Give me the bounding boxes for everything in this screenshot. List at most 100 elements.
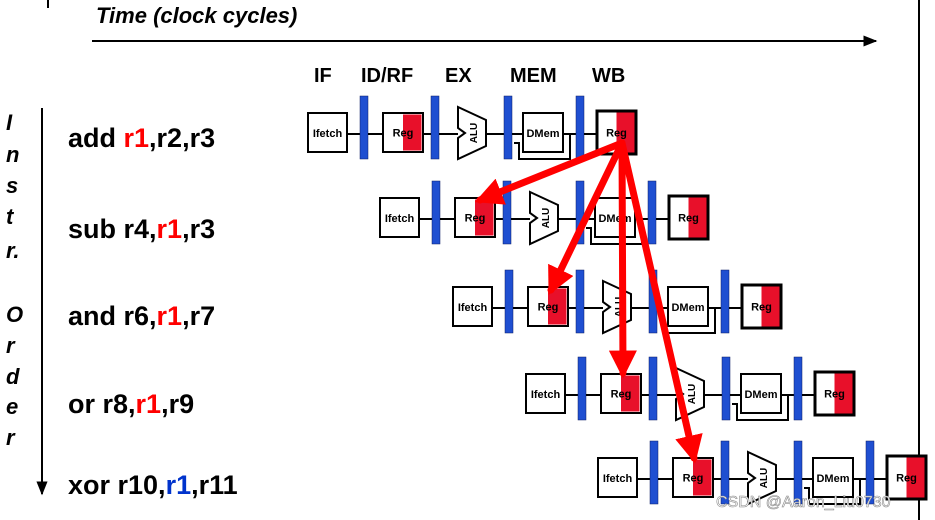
stage-label: ID/RF xyxy=(361,65,413,87)
order-letter: d xyxy=(6,364,20,389)
decode-reg-box-fill xyxy=(621,375,640,412)
pipeline-row: Ifetch Reg ALU DMem Reg xyxy=(525,356,856,422)
pipeline-register-bar xyxy=(720,269,730,334)
ifetch-box xyxy=(307,112,348,153)
forwarding-arrow xyxy=(474,139,626,205)
pipeline-register-bar xyxy=(648,356,658,421)
order-letter: e xyxy=(6,394,18,419)
order-letter: r. xyxy=(6,238,19,263)
ifetch-box xyxy=(597,457,638,498)
decode-reg-box-fill xyxy=(475,199,494,236)
alu-label: ALU xyxy=(687,384,698,405)
pipeline-register-bar xyxy=(720,440,730,505)
pipeline-register-bar xyxy=(359,95,369,160)
writeback-reg-box-label: Reg xyxy=(751,302,772,314)
alu-label: ALU xyxy=(541,208,552,229)
instruction-token: ,r2,r3 xyxy=(149,123,215,153)
writeback-reg-box-fill xyxy=(906,457,925,498)
ifetch-label: Ifetch xyxy=(313,128,343,140)
alu-label: ALU xyxy=(759,468,770,489)
forwarding-arrow xyxy=(547,139,626,296)
instruction-label: or r8,r1,r9 xyxy=(68,389,194,419)
pipeline-register-bar xyxy=(793,440,803,505)
dmem-box xyxy=(667,286,709,327)
writeback-reg-box-fill xyxy=(834,373,853,414)
pipeline-register-bar xyxy=(865,440,875,505)
pipeline-register-bar xyxy=(431,180,441,245)
pipeline-register-bar xyxy=(649,440,659,505)
order-letter: n xyxy=(6,142,19,167)
decode-reg-box-label: Reg xyxy=(465,213,486,225)
pipeline-register-bar xyxy=(575,269,585,334)
bypass-wire xyxy=(804,479,861,505)
forwarding-arrow xyxy=(608,139,637,379)
pipeline-register-bar xyxy=(721,356,731,421)
dmem-box xyxy=(594,197,636,238)
decode-reg-box-label: Reg xyxy=(393,128,414,140)
bypass-wire xyxy=(732,395,789,421)
instruction-token: r1 xyxy=(124,123,150,153)
alu-label: ALU xyxy=(469,123,480,144)
pipeline-register-bar xyxy=(504,269,514,334)
decode-reg-box-label: Reg xyxy=(611,389,632,401)
order-letter: I xyxy=(6,110,13,135)
ifetch-label: Ifetch xyxy=(603,473,633,485)
ifetch-box xyxy=(525,373,566,414)
order-letter: O xyxy=(6,302,23,327)
writeback-reg-box-label: Reg xyxy=(824,389,845,401)
writeback-reg-box-fill xyxy=(761,286,780,327)
instruction-token: r1 xyxy=(136,389,162,419)
instruction-token: xor r10, xyxy=(68,470,166,500)
pipeline-register-bar xyxy=(793,356,803,421)
ifetch-label: Ifetch xyxy=(385,213,415,225)
instruction-label: add r1,r2,r3 xyxy=(68,123,215,153)
writeback-reg-box-fill xyxy=(688,197,707,238)
decode-reg-box-fill xyxy=(548,288,567,325)
instruction-token: r1 xyxy=(157,301,183,331)
dmem-label: DMem xyxy=(598,213,631,225)
pipeline-register-bar xyxy=(502,180,512,245)
ifetch-box xyxy=(452,286,493,327)
instruction-token: r1 xyxy=(157,214,183,244)
stage-label: MEM xyxy=(510,65,557,87)
dmem-label: DMem xyxy=(744,389,777,401)
order-letter: r xyxy=(6,425,16,450)
dmem-box xyxy=(522,112,564,153)
dmem-label: DMem xyxy=(526,128,559,140)
order-letter: t xyxy=(6,204,15,229)
ifetch-label: Ifetch xyxy=(531,389,561,401)
dmem-box xyxy=(812,457,854,498)
dmem-label: DMem xyxy=(816,473,849,485)
instruction-token: ,r3 xyxy=(182,214,215,244)
time-axis-label: Time (clock cycles) xyxy=(96,3,297,28)
instruction-token: sub r4, xyxy=(68,214,157,244)
order-letter: s xyxy=(6,173,18,198)
dmem-label: DMem xyxy=(671,302,704,314)
forwarding-arrows xyxy=(474,139,703,464)
pipeline-register-bar xyxy=(647,180,657,245)
watermark: CSDN @Aaron_Liu0730 xyxy=(716,494,891,511)
pipeline-register-bar xyxy=(577,356,587,421)
pipeline-register-bar xyxy=(503,95,513,160)
decode-reg-box-fill xyxy=(403,114,422,151)
bypass-wire xyxy=(514,134,571,160)
instruction-token: add xyxy=(68,123,124,153)
stage-label: IF xyxy=(314,65,332,87)
dmem-box xyxy=(740,373,782,414)
decode-reg-box-label: Reg xyxy=(538,302,559,314)
writeback-reg-box-label: Reg xyxy=(896,473,917,485)
instruction-token: ,r7 xyxy=(182,301,215,331)
pipeline-register-bar xyxy=(575,95,585,160)
pipeline-register-bar xyxy=(575,180,585,245)
instruction-token: ,r9 xyxy=(161,389,194,419)
order-letter: r xyxy=(6,333,16,358)
instruction-token: or r8, xyxy=(68,389,136,419)
